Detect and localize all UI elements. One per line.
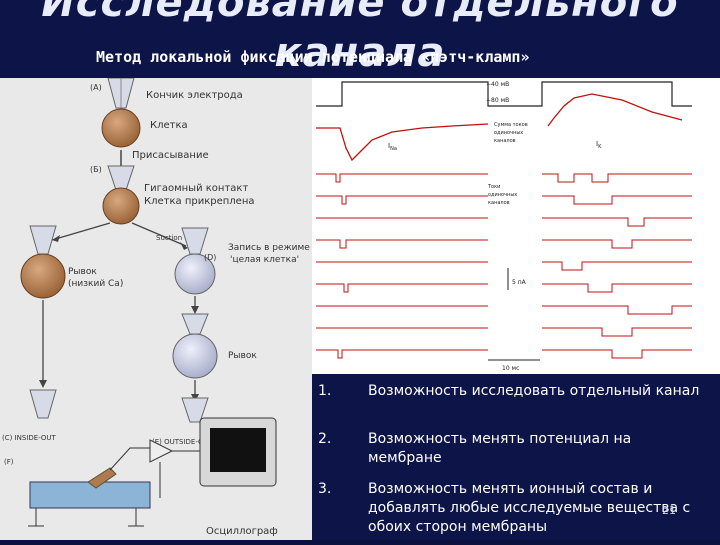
label-pull-3: Рывок bbox=[228, 351, 257, 361]
oscilloscope-screen bbox=[210, 428, 266, 472]
label-sum-3: каналов bbox=[494, 138, 516, 144]
label-d: (D) bbox=[204, 253, 216, 262]
current-traces-svg: −40 мВ −80 мВ INa IK Сумма токов одиночн… bbox=[316, 81, 692, 372]
label-v80: −80 мВ bbox=[486, 97, 509, 104]
list-item-number: 2. bbox=[318, 431, 332, 447]
label-pull-1: Рывок bbox=[68, 267, 97, 277]
label-suction-ru: Присасывание bbox=[132, 150, 209, 161]
label-electrode: Кончик электрода bbox=[146, 90, 243, 101]
amplifier bbox=[149, 439, 174, 463]
pipette-right bbox=[181, 227, 209, 255]
label-a: (А) bbox=[90, 83, 102, 92]
wire-1 bbox=[109, 447, 150, 471]
label-cell: Клетка bbox=[150, 120, 188, 131]
title-line-1: Исследование отдельного bbox=[41, 0, 679, 26]
single-channel-traces-k bbox=[542, 173, 692, 359]
slide-title: Исследование отдельного канала bbox=[0, 0, 720, 76]
label-v40: −40 мВ bbox=[486, 81, 509, 88]
label-ina: INa bbox=[388, 142, 397, 152]
voltage-step bbox=[316, 81, 692, 107]
cell-a bbox=[101, 108, 141, 148]
cell-left bbox=[20, 253, 66, 299]
potassium-current-trace bbox=[547, 93, 683, 127]
list-item-text: Возможность исследовать отдельный канал bbox=[368, 383, 700, 399]
label-scale-time: 10 мс bbox=[502, 365, 519, 372]
sodium-current-trace bbox=[316, 123, 489, 162]
label-f: (F) bbox=[4, 458, 14, 466]
label-gigaseal: Гигаомный контакт bbox=[144, 183, 248, 194]
label-single-3: каналов bbox=[488, 200, 510, 206]
label-b: (Б) bbox=[90, 165, 102, 174]
label-whole-cell-2: 'целая клетка' bbox=[230, 255, 299, 265]
pipette-a bbox=[107, 77, 135, 109]
label-single-2: одиночных bbox=[488, 192, 517, 198]
label-cell-attached: Клетка прикреплена bbox=[144, 196, 255, 207]
label-inside-out: (C) INSIDE-OUT bbox=[2, 434, 57, 442]
arrow-b-suction bbox=[131, 222, 187, 247]
list-item-number: 3. bbox=[318, 481, 332, 497]
pipette-inside-out bbox=[29, 389, 57, 419]
cell-b bbox=[102, 187, 140, 225]
patch-clamp-diagram: (А) Кончик электрода Клетка (Б) Присасыв… bbox=[0, 77, 312, 540]
title-line-2: канала bbox=[274, 30, 446, 76]
page-number: 21 bbox=[662, 504, 676, 517]
pipette-right-2 bbox=[181, 313, 209, 335]
label-suction: Suction bbox=[156, 234, 182, 242]
current-traces-figure: −40 мВ −80 мВ INa IK Сумма токов одиночн… bbox=[312, 78, 720, 374]
patch-clamp-diagram-svg: (А) Кончик электрода Клетка (Б) Присасыв… bbox=[2, 77, 310, 537]
label-outside-out: (E) OUTSIDE-OUT bbox=[152, 438, 214, 446]
slide-subtitle: Метод локальной фиксации потенциала «пэт… bbox=[96, 48, 530, 66]
arrow-b-pull bbox=[51, 222, 111, 241]
label-scale-current: 5 пА bbox=[512, 279, 527, 286]
label-oscilloscope: Осциллограф bbox=[206, 526, 278, 537]
label-sum-1: Сумма токов bbox=[494, 122, 528, 128]
cell-whole bbox=[174, 253, 216, 295]
label-pull-2: (низкий Ca) bbox=[68, 279, 123, 289]
cell-pulled bbox=[172, 333, 218, 379]
pipette-in-bath bbox=[87, 467, 117, 489]
advantages-list: 1. Возможность исследовать отдельный кан… bbox=[312, 374, 720, 540]
label-sum-2: одиночных bbox=[494, 130, 523, 136]
label-whole-cell-1: Запись в режиме bbox=[228, 243, 310, 253]
list-item-number: 1. bbox=[318, 383, 332, 399]
single-channel-traces-na bbox=[316, 173, 488, 359]
label-ik: IK bbox=[596, 140, 602, 150]
bath bbox=[29, 481, 151, 509]
list-item-text: Возможность менять потенциал на мембране bbox=[368, 431, 632, 466]
list-item-text: Возможность менять ионный состав и добав… bbox=[368, 481, 691, 535]
pipette-left bbox=[29, 225, 57, 255]
label-single-1: Токи bbox=[487, 184, 500, 190]
pipette-b bbox=[107, 165, 135, 191]
